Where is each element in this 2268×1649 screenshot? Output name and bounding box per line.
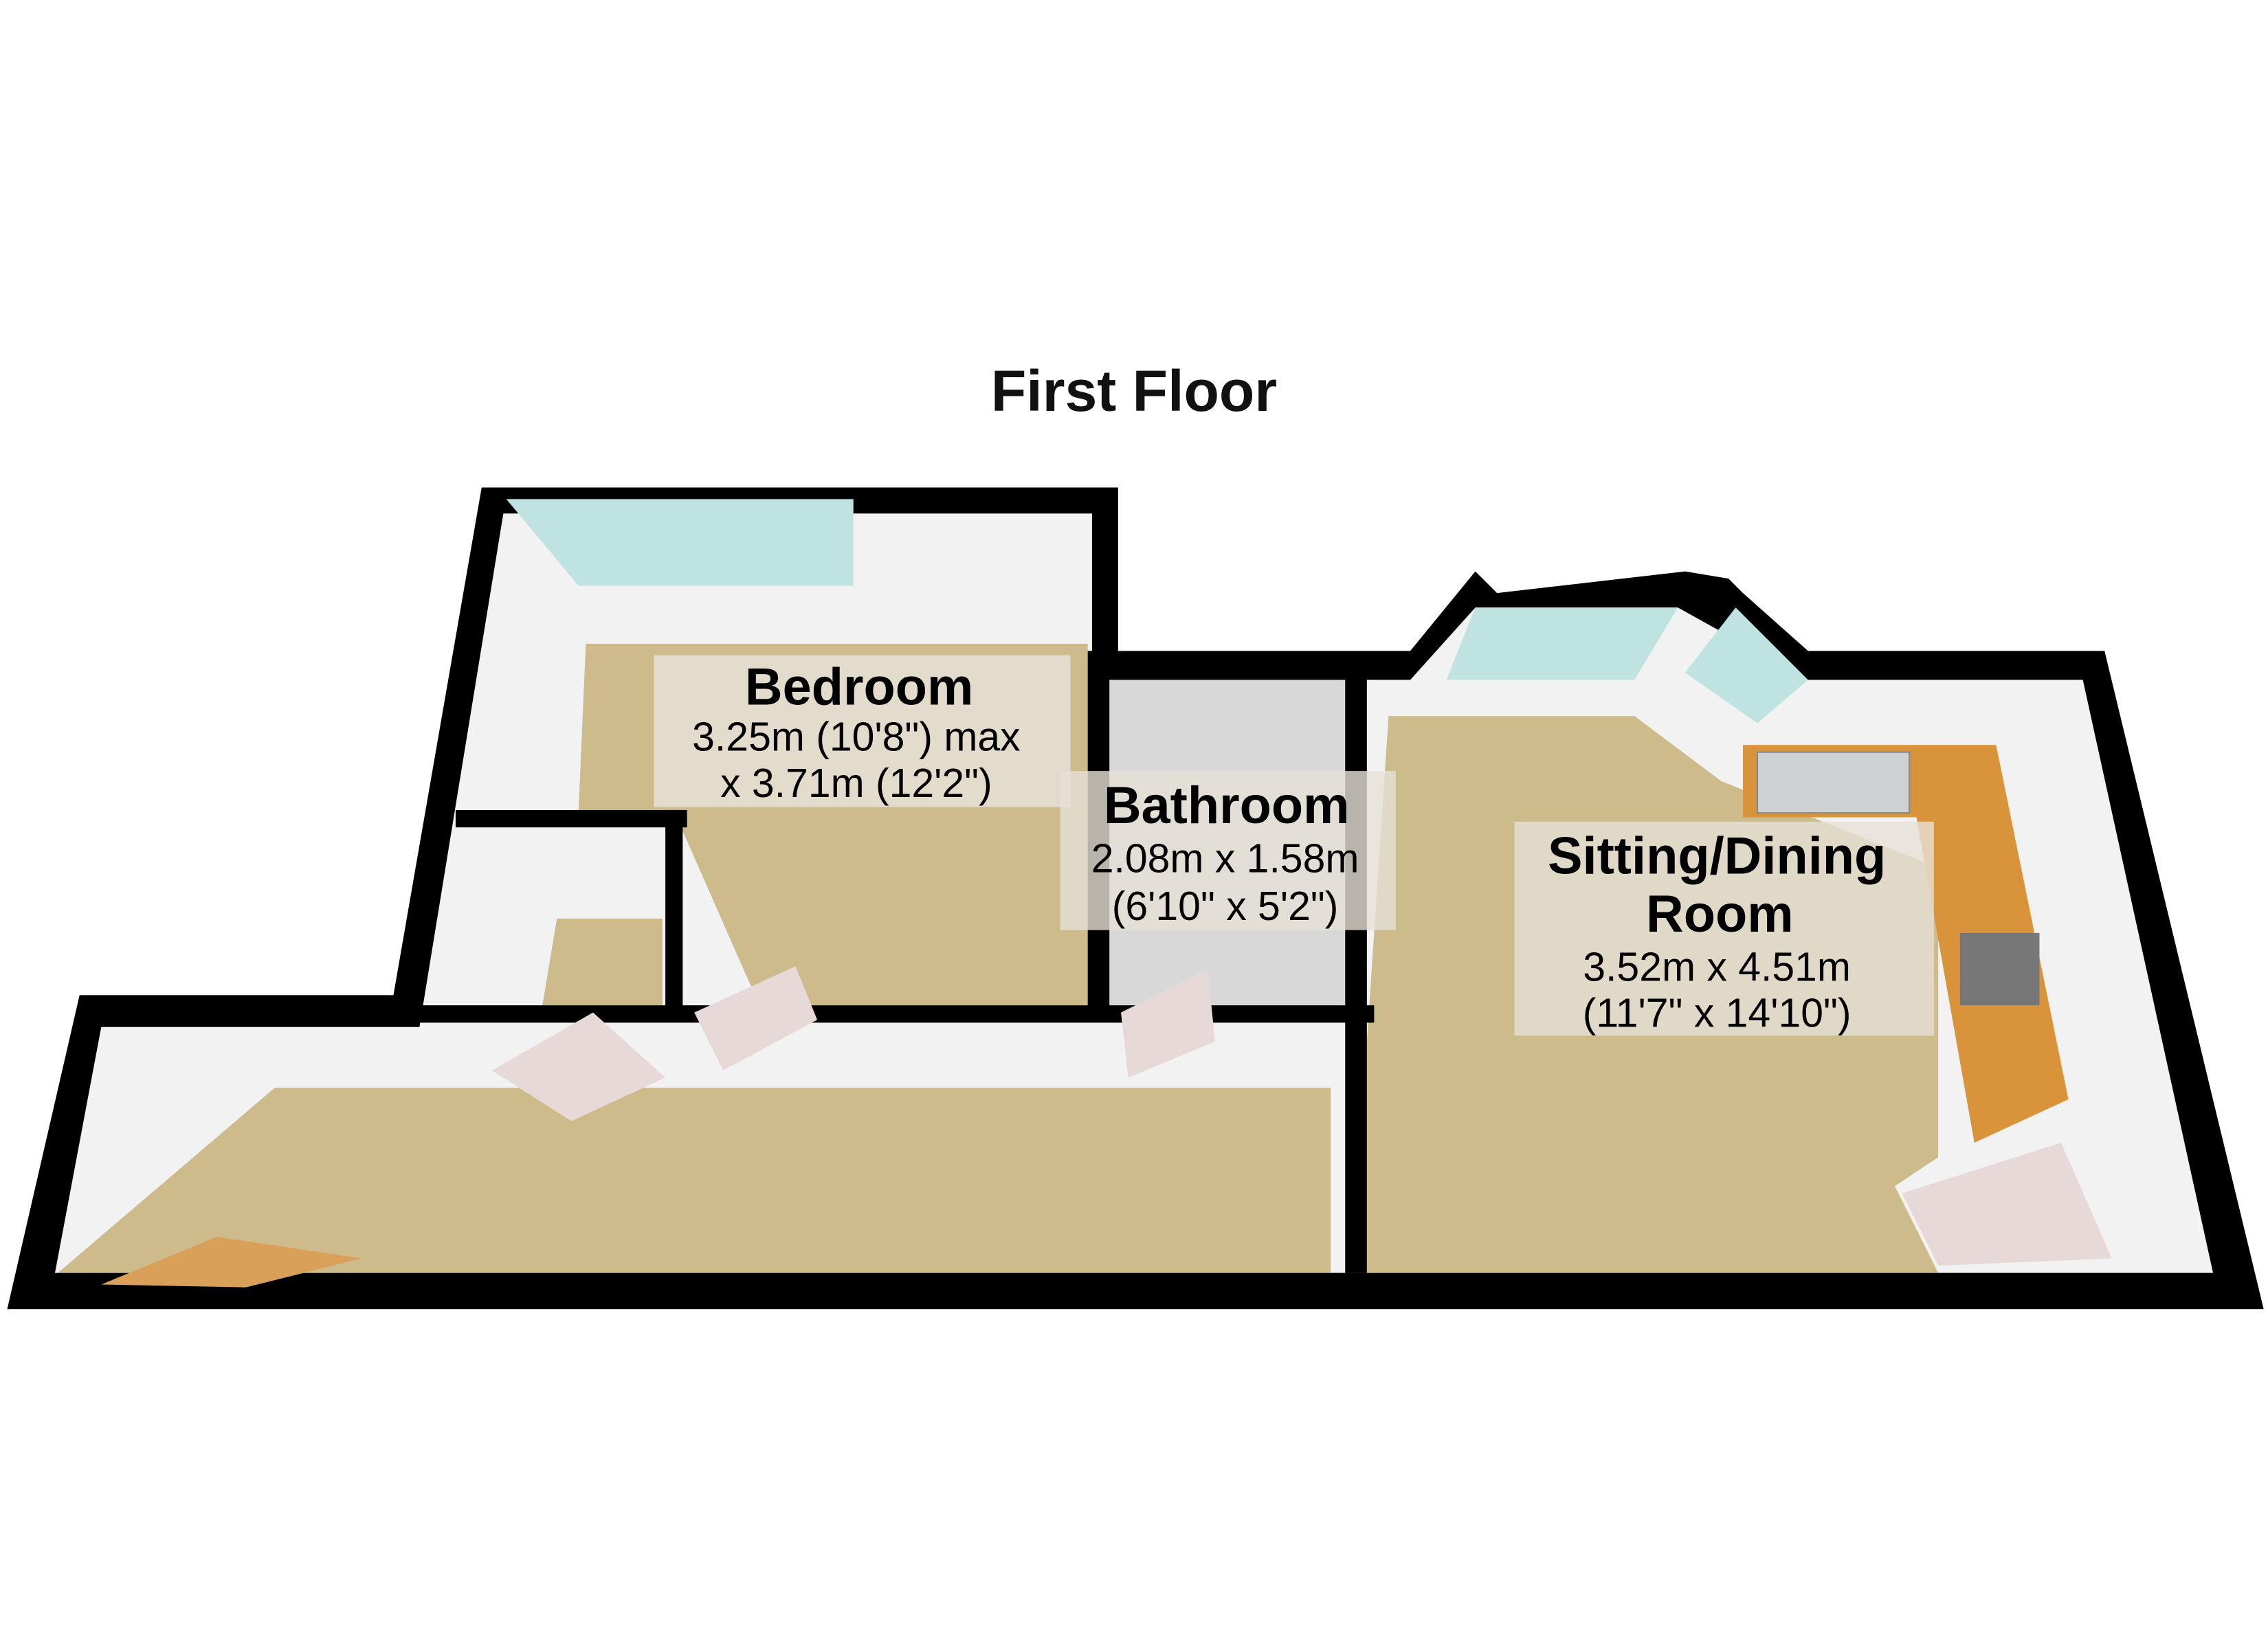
sink [1757, 751, 1911, 814]
floor-title: First Floor [991, 359, 1277, 423]
partition [455, 809, 687, 828]
door[interactable] [694, 966, 818, 1070]
hob [1959, 932, 2040, 1006]
room-dimensions: 3.52m x 4.51m [1583, 945, 1851, 989]
door[interactable] [491, 1012, 666, 1121]
room-name: Room [1646, 885, 1794, 943]
kitchen-worktop [1743, 745, 2069, 1143]
room-dimensions: x 3.71m (12'2") [720, 761, 992, 806]
partition [419, 1005, 1375, 1023]
sitting-dining-label: Sitting/Dining Room 3.52m x 4.51m (11'7"… [1514, 821, 1934, 1036]
partition [665, 809, 683, 1013]
partition [1345, 680, 1367, 1273]
bedroom-window [506, 499, 854, 586]
sitting-window [1446, 607, 1678, 680]
door[interactable] [1121, 969, 1215, 1078]
room-name: Sitting/Dining [1548, 827, 1886, 886]
hallway-floor [58, 1088, 1331, 1273]
room-dimensions: 3.25m (10'8") max [692, 715, 1020, 760]
room-name: Bedroom [745, 658, 974, 716]
cupboard-floor [542, 918, 663, 1006]
sitting-window-right [1685, 607, 1808, 723]
room-dimensions: (11'7" x 14'10") [1583, 991, 1852, 1036]
door[interactable] [1902, 1143, 2112, 1266]
bathroom-label: Bathroom 2.08m x 1.58m (6'10" x 5'2") [1060, 771, 1396, 930]
bedroom-label: Bedroom 3.25m (10'8") max x 3.71m (12'2"… [654, 655, 1071, 807]
room-name: Bathroom [1104, 776, 1350, 835]
room-dimensions: (6'10" x 5'2") [1112, 884, 1339, 929]
room-dimensions: 2.08m x 1.58m [1091, 836, 1359, 881]
